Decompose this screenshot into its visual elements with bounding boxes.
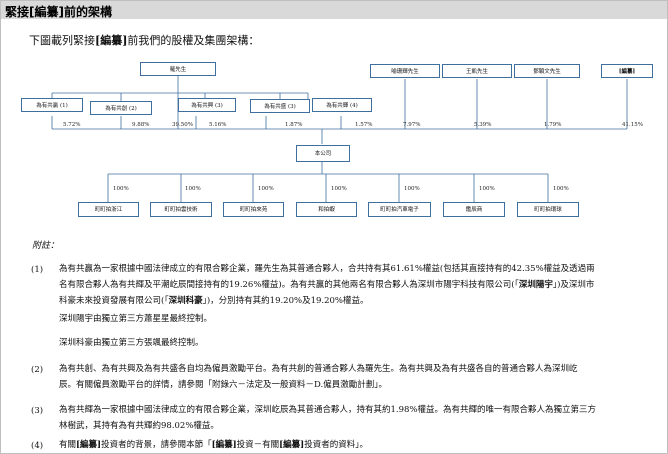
subsidiary-5: 町町拍汽車電子 <box>368 202 431 217</box>
notes-heading: 附註： <box>32 241 60 251</box>
note-3-number: (3) <box>31 406 44 416</box>
note-4-g: 投資者的資料」。 <box>304 440 368 450</box>
shareholder-wang: 王凱先生 <box>442 64 512 78</box>
note-1-line-2a: 名有限合夥人為有共輝及平潮屹辰間接持有的19.26%權益)。為有共贏的其他兩名有… <box>59 280 519 290</box>
note-2-line-2: 辰。有關僱員激勵平台的詳情，請參閱「附錄六－法定及一般資料－D.僱員激勵計劃」。 <box>59 380 387 390</box>
note-1-number: (1) <box>31 265 44 275</box>
intro-mark: [編纂] <box>95 34 128 47</box>
sub-pct-6: 100% <box>479 186 495 192</box>
section-header-bar: 緊接[編纂]前的架構 <box>1 1 667 19</box>
note-1-sub-1: 深圳陽宇由獨立第三方蕭星星最終控制。 <box>59 314 213 324</box>
note-1-line-3: 科豪未來投資發展有限公司(「深圳科豪」)，分別持有其約19.20%及19.20%… <box>59 293 368 309</box>
holding-pct-5: 1.87% <box>285 122 303 128</box>
holding-pct-4: 5.16% <box>209 122 227 128</box>
note-4-b: [編纂] <box>76 440 102 450</box>
company-box: 本公司 <box>296 145 350 162</box>
shareholder-deng: 鄧穎文先生 <box>514 64 580 78</box>
entity-weiyou-gongxing: 為有共興 (3) <box>178 98 236 112</box>
shareholder-redacted: [編纂] <box>601 64 653 78</box>
note-3-line-1: 為有共輝為一家根據中國法律成立的有限合夥企業，深圳屹辰為其普通合夥人，持有其約1… <box>59 405 597 415</box>
holding-pct-10: 41.15% <box>622 122 643 128</box>
holding-pct-6: 1.57% <box>355 122 373 128</box>
holding-pct-8: 5.39% <box>474 122 492 128</box>
intro-sentence: 下圖載列緊接[編纂]前我們的股權及集團架構： <box>29 32 259 48</box>
note-1-term-yangyu: 深圳陽宇 <box>518 280 553 290</box>
entity-weiyou-gongying: 為有共贏 (1) <box>21 98 83 112</box>
sub-pct-3: 100% <box>258 186 274 192</box>
structure-diagram-lines <box>51 75 628 202</box>
note-1-line-1: 為有共贏為一家根據中國法律成立的有限合夥企業，羅先生為其普通合夥人，合共持有其6… <box>59 264 595 274</box>
sub-pct-5: 100% <box>404 186 420 192</box>
subsidiary-2: 町町拍雲技術 <box>150 202 212 217</box>
holding-pct-1: 5.72% <box>63 122 81 128</box>
sub-pct-7: 100% <box>553 186 569 192</box>
section-title: 緊接[編纂]前的架構 <box>5 5 112 19</box>
note-1-line-2: 名有限合夥人為有共輝及平潮屹辰間接持有的19.26%權益)。為有共贏的其他兩名有… <box>59 277 594 293</box>
entity-weiyou-gongsheng: 為有共盛 (3) <box>250 99 310 113</box>
subsidiary-4: 和拍蝦 <box>296 202 357 217</box>
note-3-line-2: 林樹武，其持有為有共輝約98.02%權益。 <box>59 421 219 431</box>
note-1-line-3a: 科豪未來投資發展有限公司(「 <box>59 296 169 306</box>
note-1-term-kehao: 深圳科豪 <box>168 296 203 306</box>
subsidiary-3: 町町拍來苑 <box>223 202 284 217</box>
holding-pct-2: 9.88% <box>132 122 150 128</box>
intro-pre: 下圖載列緊接 <box>29 34 95 47</box>
shareholder-luo: 羅先生 <box>140 62 216 76</box>
note-2-line-1: 為有共創、為有共興及為有共盛各自均為僱員激勵平台。為有共創的普通合夥人為羅先生。… <box>59 364 578 374</box>
note-4-e: 投資－有關 <box>236 440 280 450</box>
entity-weiyou-gonghui: 為有共輝 (4) <box>312 98 372 112</box>
intro-post: 前我們的股權及集團架構： <box>127 34 260 47</box>
note-1-line-2c: 」)及深圳市 <box>552 280 595 290</box>
subsidiary-1: 町町拍浙江 <box>78 202 139 217</box>
holding-pct-3: 39.50% <box>172 122 193 128</box>
sub-pct-2: 100% <box>185 186 201 192</box>
note-4-c: 投資者的背景，請參閱本節「 <box>101 440 212 450</box>
note-4-f: [編纂] <box>279 440 305 450</box>
sub-pct-1: 100% <box>113 186 129 192</box>
note-1-line-3c: 」)，分別持有其約19.20%及19.20%權益。 <box>202 296 369 306</box>
note-4-number: (4) <box>31 441 44 451</box>
holding-pct-7: 7.97% <box>403 122 421 128</box>
note-2-number: (2) <box>31 365 44 375</box>
note-1-sub-2: 深圳科豪由獨立第三方張颯最終控制。 <box>59 338 204 348</box>
note-4-a: 有關 <box>59 440 77 450</box>
subsidiary-6: 鑑辰商 <box>443 202 505 217</box>
subsidiary-7: 町町拍環球 <box>517 202 579 217</box>
holding-pct-9: 1.79% <box>544 122 562 128</box>
note-4-d: [編纂] <box>211 440 237 450</box>
entity-weiyou-gongchuang: 為有共創 (2) <box>90 101 152 115</box>
shareholder-yu: 喻珊輝先生 <box>370 64 440 78</box>
note-4-line-1: 有關[編纂]投資者的背景，請參閱本節「[編纂]投資－有關[編纂]投資者的資料」。 <box>59 437 368 453</box>
sub-pct-4: 100% <box>331 186 347 192</box>
